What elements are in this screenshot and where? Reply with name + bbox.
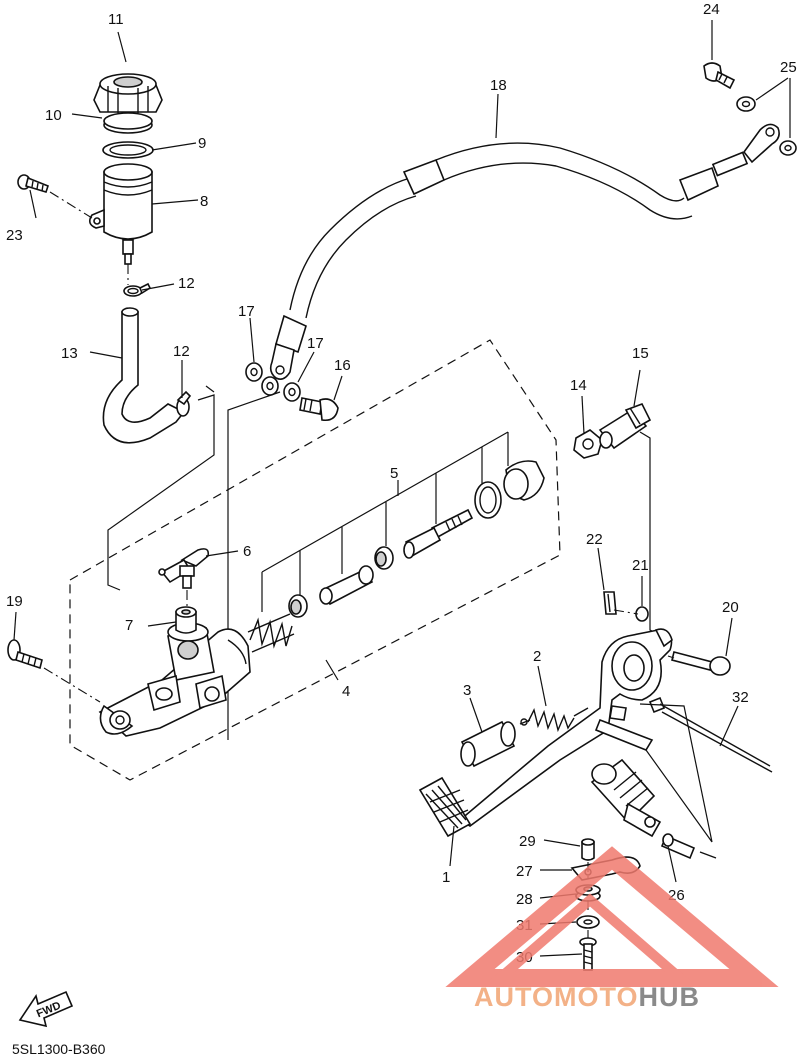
copper-washer-25-b bbox=[779, 140, 797, 156]
callout-25: 25 bbox=[780, 59, 797, 76]
bolt-30 bbox=[579, 937, 597, 971]
pin-26 bbox=[660, 833, 717, 860]
rod-end-15 bbox=[598, 402, 652, 450]
return-spring-2 bbox=[519, 707, 589, 733]
callout-15: 15 bbox=[632, 345, 649, 362]
hose-clip-12-lower bbox=[176, 390, 192, 417]
hose-clip-12-upper bbox=[123, 282, 152, 297]
fwd-arrow-icon: FWD bbox=[18, 990, 74, 1028]
piston-5 bbox=[319, 565, 374, 606]
copper-washer-17-c bbox=[283, 382, 301, 402]
callout-13: 13 bbox=[61, 345, 78, 362]
callout-3: 3 bbox=[463, 682, 471, 699]
union-bolt-16 bbox=[299, 397, 339, 422]
callout-27: 27 bbox=[516, 863, 533, 880]
copper-washer-17-b bbox=[261, 376, 279, 396]
reservoir-cap-11 bbox=[93, 73, 163, 113]
callout-18: 18 bbox=[490, 77, 507, 94]
cotter-pin-22 bbox=[603, 591, 617, 615]
callout-23: 23 bbox=[6, 227, 23, 244]
reservoir-hose-13 bbox=[102, 307, 186, 444]
diagram-code: 5SL1300-B360 bbox=[12, 1041, 106, 1057]
callout-14: 14 bbox=[570, 377, 587, 394]
circlip-5 bbox=[474, 481, 502, 519]
callout-12-lower: 12 bbox=[173, 343, 190, 360]
brake-hose-18 bbox=[269, 123, 780, 380]
primary-cup-5 bbox=[288, 594, 308, 618]
callout-9: 9 bbox=[198, 135, 206, 152]
pedal-to-pivot-leader bbox=[639, 703, 713, 843]
spacer-3 bbox=[460, 720, 516, 768]
grommet-7 bbox=[175, 606, 197, 634]
diaphragm-9 bbox=[102, 141, 154, 159]
callout-leaders bbox=[13, 20, 791, 957]
callout-19: 19 bbox=[6, 593, 23, 610]
diaphragm-plate-10 bbox=[103, 112, 153, 134]
cable-tie-32 bbox=[648, 696, 773, 773]
hose-to-cylinder-leader bbox=[107, 394, 215, 591]
callout-24: 24 bbox=[703, 1, 720, 18]
callout-17-a: 17 bbox=[238, 303, 255, 320]
push-rod-5 bbox=[403, 508, 474, 559]
bushing-29 bbox=[581, 838, 595, 861]
rod-end-link-leader bbox=[639, 431, 663, 637]
clevis-assembly bbox=[590, 758, 662, 838]
callout-5: 5 bbox=[390, 465, 398, 482]
watermark-text: AUTOMOTOHUB bbox=[474, 982, 700, 1012]
callout-12-upper: 12 bbox=[178, 275, 195, 292]
bolt-20 bbox=[667, 651, 731, 676]
reservoir-tank-8 bbox=[88, 163, 153, 265]
internals-leader-comb bbox=[261, 431, 509, 612]
copper-washer-17-a bbox=[245, 362, 263, 382]
bolt-19 bbox=[7, 639, 101, 703]
cotter-pin-axis bbox=[613, 609, 639, 615]
callout-11: 11 bbox=[108, 11, 124, 28]
callout-1: 1 bbox=[442, 869, 450, 886]
assembly-boundary bbox=[69, 339, 561, 781]
hose-joint-6 bbox=[158, 548, 210, 589]
master-cylinder-body bbox=[98, 622, 251, 737]
callout-21: 21 bbox=[632, 557, 649, 574]
union-bolt-24 bbox=[703, 62, 736, 90]
callout-8: 8 bbox=[200, 193, 208, 210]
callout-29: 29 bbox=[519, 833, 536, 850]
brake-pedal-1 bbox=[418, 628, 673, 838]
callout-22: 22 bbox=[586, 531, 603, 548]
callout-2: 2 bbox=[533, 648, 541, 665]
callout-4: 4 bbox=[342, 683, 350, 700]
callout-6: 6 bbox=[243, 543, 251, 560]
piston-cup-5 bbox=[374, 546, 394, 570]
callout-20: 20 bbox=[722, 599, 739, 616]
callout-7: 7 bbox=[125, 617, 133, 634]
nut-14 bbox=[573, 429, 603, 459]
callout-10: 10 bbox=[45, 107, 62, 124]
callout-32: 32 bbox=[732, 689, 749, 706]
washer-31 bbox=[576, 915, 600, 929]
callout-16: 16 bbox=[334, 357, 351, 374]
callout-17-b: 17 bbox=[307, 335, 324, 352]
copper-washer-25-a bbox=[736, 96, 756, 112]
return-spring-5 bbox=[247, 613, 295, 653]
boot-5 bbox=[503, 460, 545, 501]
watermark-logo bbox=[445, 846, 779, 987]
bolt-23 bbox=[17, 174, 93, 219]
callout-28: 28 bbox=[516, 891, 533, 908]
